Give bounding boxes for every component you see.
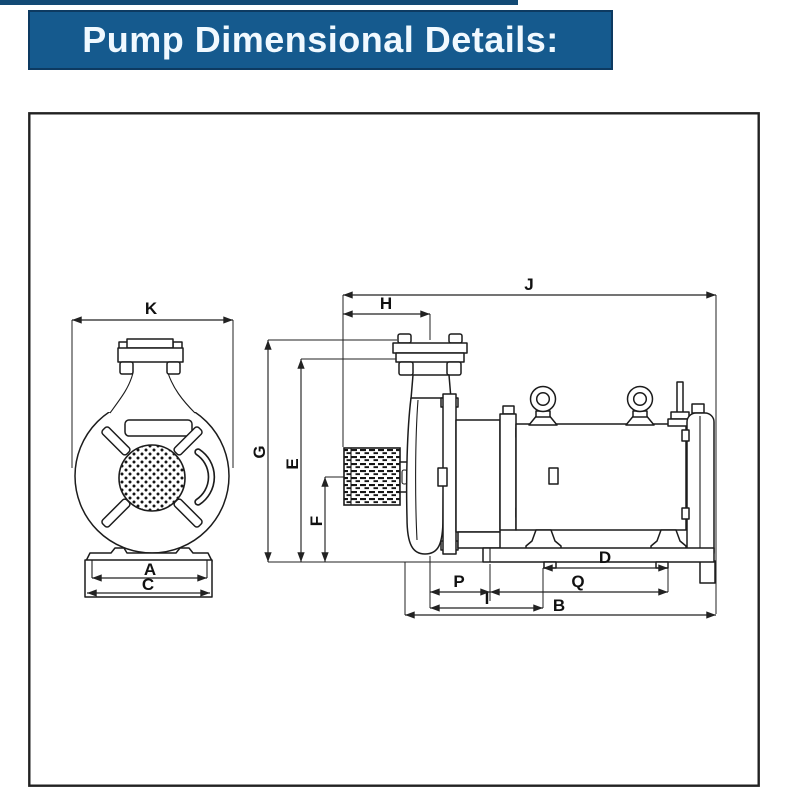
discharge-flange-front	[117, 338, 184, 375]
bracket-support	[457, 531, 501, 549]
dim-label-h: H	[380, 294, 392, 313]
foot-pad-right	[655, 561, 669, 569]
dim-label-e: E	[283, 458, 302, 469]
drawing-area: K A C J H G E	[28, 112, 760, 787]
dim-label-k: K	[145, 299, 158, 318]
page-title: Pump Dimensional Details:	[82, 19, 559, 60]
dim-label-g: G	[250, 445, 269, 458]
strainer-disc	[118, 444, 186, 512]
dim-label-i: I	[485, 589, 490, 608]
top-accent-strip	[0, 0, 518, 5]
dim-label-a: A	[144, 560, 156, 579]
nameplate	[124, 419, 193, 437]
foot-pad-left	[543, 561, 557, 569]
dim-label-d: D	[599, 548, 611, 567]
dimension-lines: K A C J H G E	[71, 275, 717, 619]
dim-label-q: Q	[571, 572, 584, 591]
dim-label-c: C	[142, 575, 154, 594]
pump-drawing: K A C J H G E	[28, 112, 760, 787]
discharge-flange-side	[392, 333, 468, 376]
dim-label-p: P	[453, 572, 464, 591]
suction-strainer	[343, 447, 401, 506]
dim-label-b: B	[553, 596, 565, 615]
base-rail	[482, 547, 715, 563]
header-bar: Pump Dimensional Details:	[28, 10, 613, 70]
breather-rod	[667, 381, 693, 427]
motor-body	[515, 423, 687, 531]
dim-label-f: F	[307, 516, 326, 526]
side-view	[343, 333, 716, 584]
eyebolt-left	[528, 385, 558, 426]
eyebolt-right	[625, 385, 655, 426]
casing-slot	[194, 448, 216, 506]
dim-label-j: J	[524, 275, 533, 294]
front-view	[74, 338, 230, 598]
bracket	[455, 419, 501, 533]
